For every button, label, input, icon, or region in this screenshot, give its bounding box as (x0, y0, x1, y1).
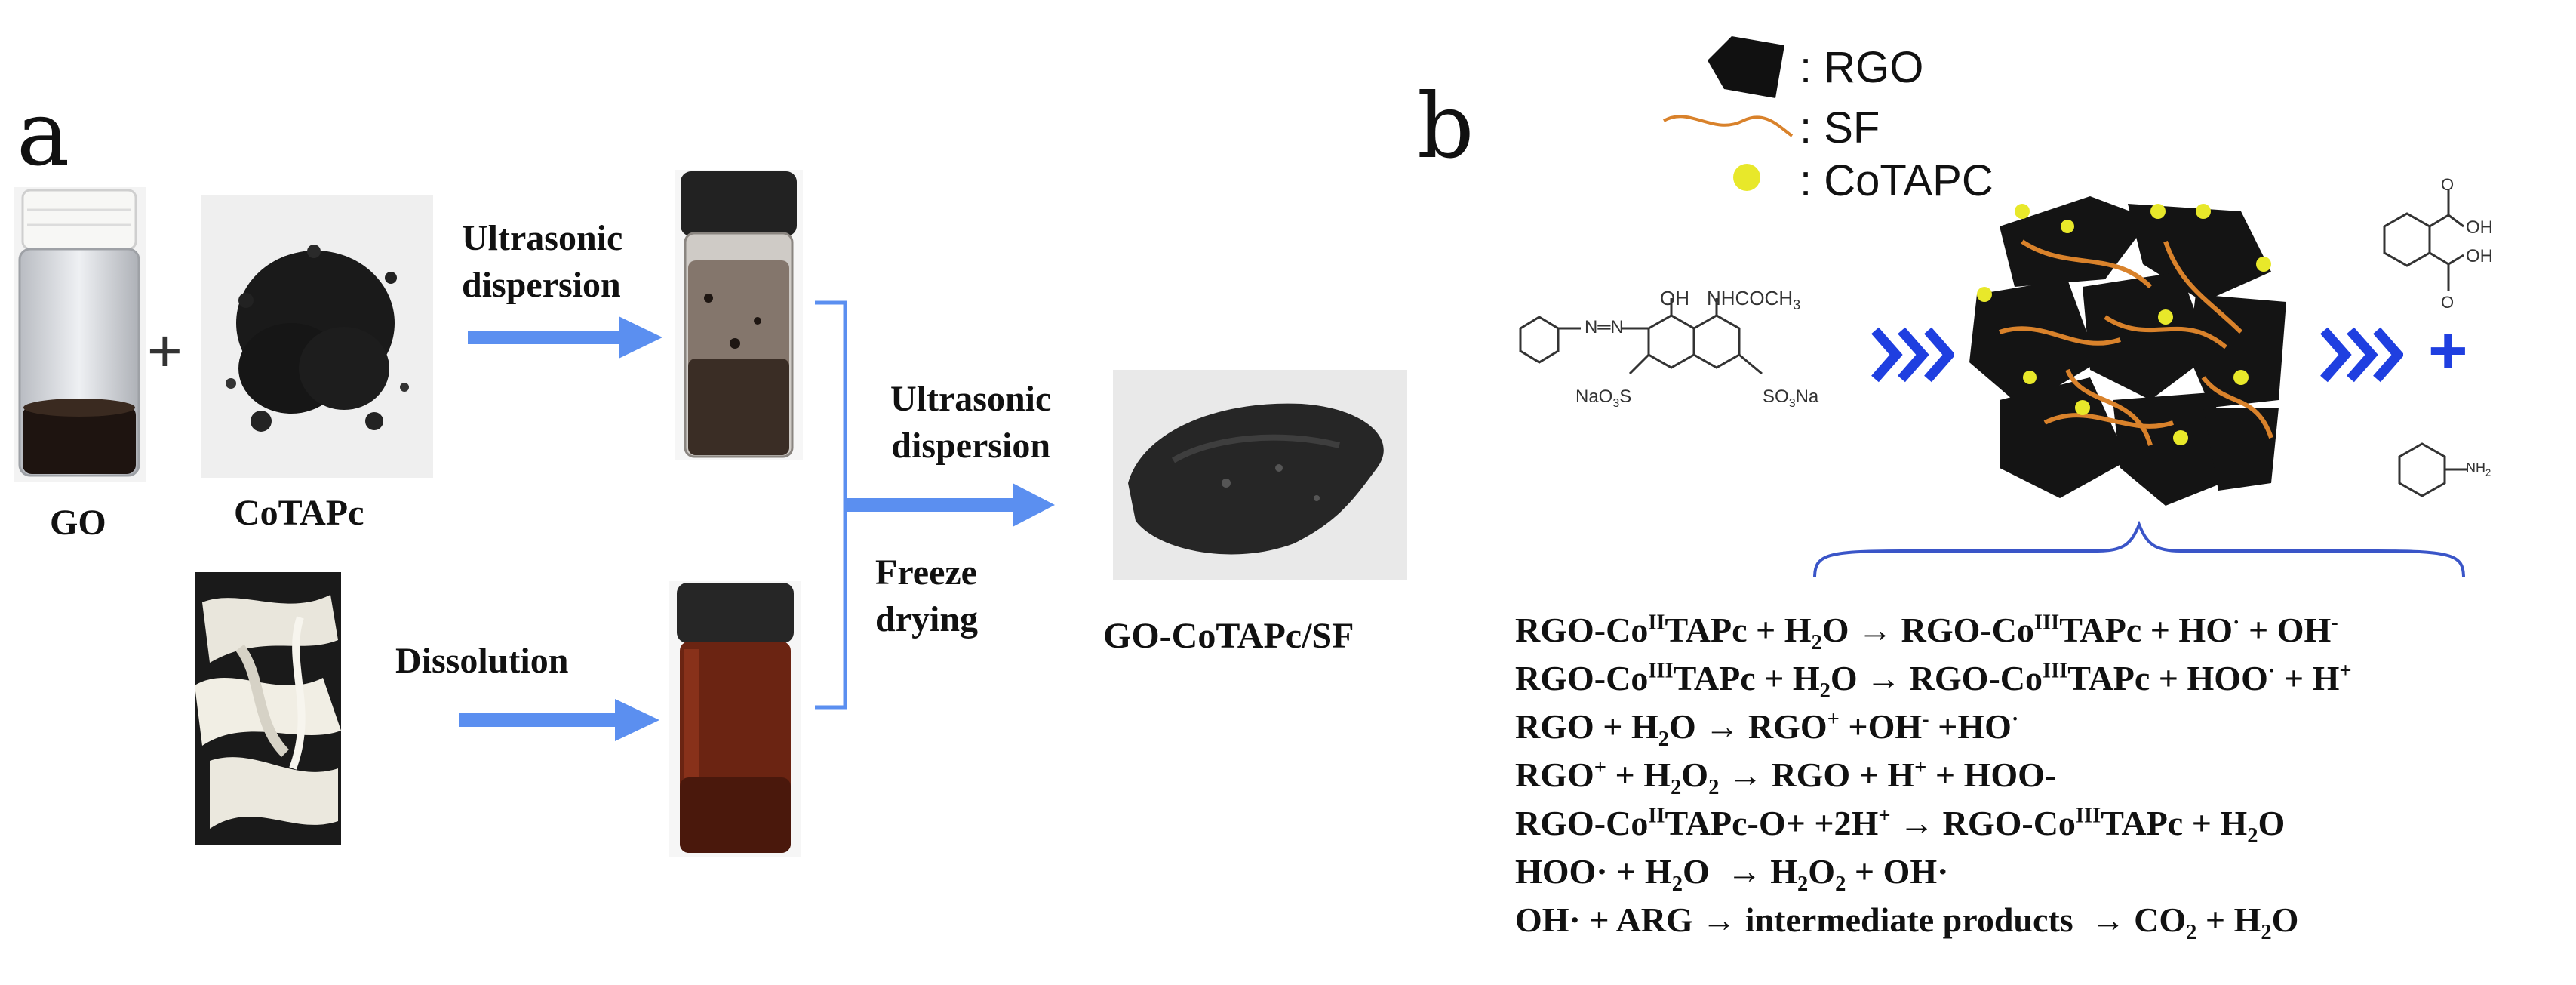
panel-a-letter: a (17, 82, 70, 186)
freeze-line2: drying (875, 599, 979, 640)
step1-label: Ultrasonic dispersion (462, 215, 622, 309)
go-label: GO (50, 503, 106, 543)
legend-cotapc-label: : CoTAPC (1800, 156, 1993, 205)
legend-sf-label: : SF (1800, 103, 1880, 152)
aniline-structure (2398, 442, 2467, 497)
phthalic-acid-structure (2383, 189, 2464, 291)
arrow-dissolution (459, 699, 659, 741)
rgo-legend-symbol (1708, 36, 1784, 98)
cotapc-powder-photo (201, 195, 433, 478)
product-plus-sign: + (2428, 313, 2468, 389)
silk-fibroin-photo (195, 572, 341, 845)
equation-6: HOO· + H2O → H2O2 + OH· (1515, 852, 1949, 897)
dye-azo-label: N═N (1585, 317, 1624, 337)
dye-so3na-label: SO3Na (1763, 386, 1819, 410)
dye-nhcoch3-label: NHCOCH3 (1707, 287, 1801, 313)
dissolved-vial-photo (669, 581, 801, 857)
aniline-nh2-label: NH2 (2466, 460, 2491, 479)
cotapc-legend-symbol (1733, 164, 1760, 191)
reaction-equations: RGO-CoIITAPc + H2O → RGO-CoIIITAPc + HO·… (1515, 611, 2571, 945)
panel-b-letter: b (1417, 74, 1474, 178)
equation-2: RGO-CoIIITAPc + H2O → RGO-CoIIITAPc + HO… (1515, 659, 2352, 703)
step1-label-line2: dispersion (462, 265, 621, 306)
product-aerogel-photo (1113, 370, 1407, 580)
legend: : RGO : SF : CoTAPC (1660, 23, 2052, 211)
equations-brace (1813, 521, 2465, 578)
step2-label-line2: dispersion (891, 426, 1051, 466)
freeze-line1: Freeze (875, 553, 977, 593)
equation-7: OH· + ARG → intermediate products → CO2 … (1515, 900, 2299, 945)
cotapc-label: CoTAPc (234, 493, 364, 533)
freeze-drying-label: Freeze drying (875, 549, 978, 644)
merge-bracket-arrow (815, 300, 1055, 710)
legend-rgo-label: : RGO (1800, 43, 1924, 92)
dissolution-label: Dissolution (395, 641, 569, 681)
step2-label: Ultrasonic dispersion (890, 376, 1051, 470)
arrow-ultrasonic-1 (468, 316, 662, 359)
step2-label-line1: Ultrasonic (890, 379, 1052, 419)
phthalic-oh2: OH (2466, 246, 2493, 266)
sf-legend-symbol (1663, 115, 1794, 137)
dye-naso3-label: NaO3S (1575, 386, 1632, 410)
equation-5: RGO-CoIITAPc-O+ +2H+ → RGO-CoIIITAPc + H… (1515, 804, 2286, 848)
rgo-composite-cluster (1969, 196, 2286, 506)
go-vial-photo (14, 187, 146, 482)
product-label: GO-CoTAPc/SF (1103, 616, 1354, 656)
dye-oh-label: OH (1660, 287, 1689, 309)
step1-label-line1: Ultrasonic (462, 218, 623, 258)
equation-1: RGO-CoIITAPc + H2O → RGO-CoIIITAPc + HO·… (1515, 611, 2338, 655)
phthalic-o2: O (2441, 293, 2455, 312)
phthalic-o1: O (2441, 175, 2455, 194)
equation-3: RGO + H2O → RGO+ +OH- +HO· (1515, 707, 2019, 752)
plus-sign: + (147, 317, 183, 384)
reaction-chevron-left (1871, 327, 1954, 383)
phthalic-oh1: OH (2466, 217, 2493, 238)
dye-molecule-structure (1519, 298, 1763, 375)
dispersed-vial-photo (675, 170, 803, 460)
reaction-chevron-right (2320, 327, 2403, 383)
equation-4: RGO+ + H2O2 → RGO + H+ + HOO- (1515, 756, 2057, 800)
